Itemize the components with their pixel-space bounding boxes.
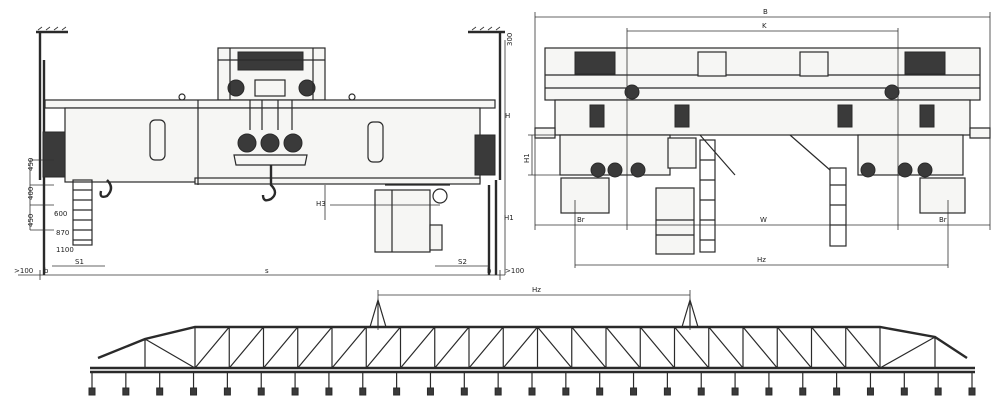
dim-right-clearance: >100 bbox=[505, 267, 524, 275]
dim-k: K bbox=[762, 22, 767, 30]
support-foot bbox=[393, 387, 401, 396]
support-foot bbox=[630, 387, 638, 396]
support-foot bbox=[562, 387, 570, 396]
dim-870: 870 bbox=[56, 229, 69, 237]
support-foot bbox=[156, 387, 164, 396]
top-chord bbox=[97, 325, 968, 360]
bottom-chord bbox=[90, 366, 975, 374]
support-foot bbox=[122, 387, 130, 396]
truss-elevation: Hz bbox=[88, 286, 976, 396]
end-elevation: B K H1 Br W Br Hz bbox=[523, 8, 991, 268]
auxiliary-hook-left bbox=[99, 179, 113, 199]
support-foot bbox=[663, 387, 671, 396]
support-foot bbox=[88, 387, 96, 396]
dim-span: s bbox=[265, 267, 269, 275]
support-foot bbox=[223, 387, 231, 396]
dim-hz-truss: Hz bbox=[532, 286, 541, 294]
dim-left-b: b bbox=[44, 267, 49, 275]
dim-s2: S2 bbox=[458, 258, 467, 266]
operator-cab bbox=[374, 184, 450, 253]
support-foot bbox=[900, 387, 908, 396]
dim-h: H bbox=[505, 112, 510, 120]
dim-br-left: Br bbox=[577, 216, 585, 224]
side-elevation: 300 H H1 H3 450 400 450 600 870 1100 S1 … bbox=[14, 26, 524, 280]
dim-br-right: Br bbox=[939, 216, 947, 224]
support-foot bbox=[968, 387, 976, 396]
bogies bbox=[559, 134, 966, 214]
dim-600: 600 bbox=[54, 210, 67, 218]
support-foot bbox=[494, 387, 502, 396]
support-foot bbox=[934, 387, 942, 396]
side-dimensions: 300 H H1 H3 450 400 450 600 870 1100 S1 … bbox=[14, 33, 524, 280]
dim-h3: H3 bbox=[316, 200, 326, 208]
support-foot bbox=[190, 387, 198, 396]
upper-trolley-frame bbox=[544, 47, 981, 101]
main-beam bbox=[534, 99, 991, 139]
support-foot bbox=[325, 387, 333, 396]
truss-girder bbox=[88, 297, 976, 396]
dim-s1: S1 bbox=[75, 258, 84, 266]
support-foot bbox=[799, 387, 807, 396]
support-foot bbox=[596, 387, 604, 396]
dim-w: W bbox=[760, 216, 767, 224]
support-foot bbox=[866, 387, 874, 396]
support-foot bbox=[257, 387, 265, 396]
support-foot bbox=[731, 387, 739, 396]
support-foot bbox=[426, 387, 434, 396]
support-foot bbox=[528, 387, 536, 396]
dim-hz: Hz bbox=[757, 256, 766, 264]
truss-web bbox=[144, 326, 936, 369]
support-foot bbox=[359, 387, 367, 396]
dim-300: 300 bbox=[506, 33, 514, 46]
end-carriages bbox=[42, 131, 496, 178]
end-cab-and-ladders bbox=[655, 137, 847, 255]
truss-towers bbox=[369, 297, 699, 328]
trolley bbox=[217, 47, 326, 101]
dim-h1: H1 bbox=[504, 214, 514, 222]
dim-400: 400 bbox=[27, 187, 35, 200]
truss-dimensions: Hz bbox=[377, 286, 691, 330]
support-foot bbox=[765, 387, 773, 396]
support-foot bbox=[697, 387, 705, 396]
end-dimensions: B K H1 Br W Br Hz bbox=[523, 8, 991, 268]
dim-1100: 1100 bbox=[56, 246, 74, 254]
hoist-block bbox=[233, 100, 308, 202]
support-foot bbox=[460, 387, 468, 396]
dim-450-b: 450 bbox=[27, 214, 35, 227]
dim-h1-end: H1 bbox=[523, 153, 531, 163]
dim-450-a: 450 bbox=[27, 158, 35, 171]
dim-right-b: b bbox=[487, 267, 492, 275]
dim-b: B bbox=[763, 8, 768, 16]
support-foot bbox=[291, 387, 299, 396]
support-foot bbox=[833, 387, 841, 396]
ladder bbox=[72, 179, 93, 246]
dim-left-clearance: >100 bbox=[14, 267, 33, 275]
